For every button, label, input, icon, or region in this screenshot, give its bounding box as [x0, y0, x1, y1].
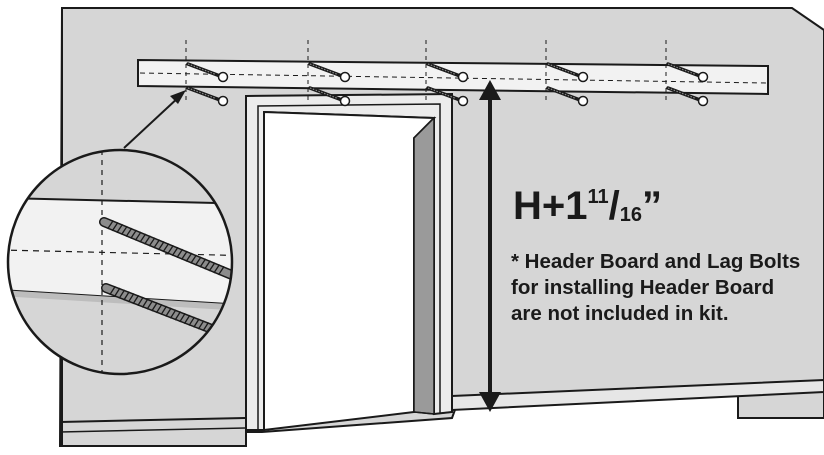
note-line: * Header Board and Lag Bolts [511, 250, 801, 273]
kit-exclusion-note: * Header Board and Lag Bolts for install… [511, 249, 800, 327]
lag-bolt [546, 62, 589, 83]
lag-bolt [426, 86, 469, 107]
lag-bolt [308, 62, 351, 83]
note-line: for installing Header Board [511, 276, 775, 299]
lag-bolts [186, 62, 709, 107]
door-opening [263, 110, 437, 432]
lag-bolt [426, 62, 469, 83]
lag-bolt [186, 62, 229, 83]
header-board [137, 58, 769, 96]
baseboard-left [59, 417, 246, 433]
door-jamb [413, 116, 435, 415]
lag-bolt [99, 217, 232, 292]
magnifier-detail [6, 148, 234, 376]
lag-bolt [666, 86, 709, 107]
pointer-arrow [123, 90, 186, 149]
stud-lines [185, 40, 667, 102]
height-dimension-arrow [479, 80, 501, 412]
note-line: are not included in kit. [511, 302, 729, 325]
lag-bolt [666, 62, 709, 83]
magnified-header-board [8, 198, 232, 306]
lag-bolt [308, 86, 351, 107]
door-casing [245, 92, 453, 432]
lag-bolt [186, 86, 229, 107]
height-dimension-label: H+111/16” [513, 184, 663, 228]
lag-bolt [546, 86, 589, 107]
